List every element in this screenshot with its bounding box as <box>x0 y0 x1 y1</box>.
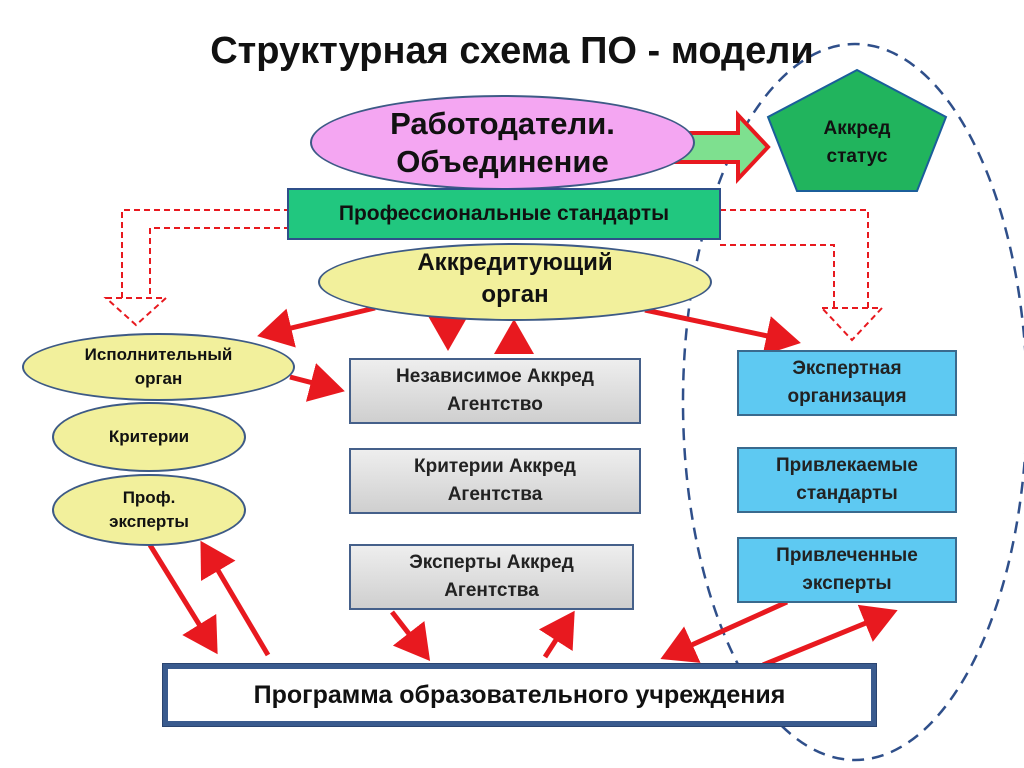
employers-line2: Объединение <box>396 143 609 179</box>
accrediting-body-ellipse: Аккредитующий орган <box>318 243 712 321</box>
attracted-experts-box: Привлеченные эксперты <box>737 537 957 603</box>
agency-experts-line1: Эксперты Аккред <box>409 552 574 573</box>
accred-status-label: Аккред статус <box>797 115 917 171</box>
dashed-connectors <box>103 209 885 342</box>
independent-agency-line1: Независимое Аккред <box>396 366 594 387</box>
attracted-standards-line1: Привлекаемые <box>776 455 918 476</box>
agency-criteria-box: Критерии Аккред Агентства <box>349 448 641 514</box>
criteria-label: Критерии <box>108 427 190 446</box>
prof-experts-line1: Проф. <box>122 488 176 507</box>
agency-criteria-line1: Критерии Аккред <box>414 456 576 477</box>
independent-agency-box: Независимое Аккред Агентство <box>349 358 641 424</box>
attracted-standards-line2: стандарты <box>796 483 898 504</box>
attracted-experts-line1: Привлеченные <box>776 545 918 566</box>
attracted-standards-box: Привлекаемые стандарты <box>737 447 957 513</box>
prof-experts-line2: эксперты <box>109 512 189 531</box>
agency-experts-line2: Агентства <box>444 580 539 601</box>
expert-org-line2: организация <box>787 386 907 407</box>
page-title: Структурная схема ПО - модели <box>210 30 814 72</box>
accred-status-line2: статус <box>826 146 888 167</box>
program-label: Программа образовательного учреждения <box>253 680 786 709</box>
employers-line1: Работодатели. <box>390 105 615 141</box>
accrediting-body-line2: орган <box>481 281 549 308</box>
attracted-experts-line2: эксперты <box>802 573 892 594</box>
expert-org-line1: Экспертная <box>792 358 902 379</box>
accred-status-pentagon <box>766 68 948 192</box>
agency-experts-box: Эксперты Аккред Агентства <box>349 544 634 610</box>
executive-body-line2: орган <box>134 369 183 388</box>
expert-org-box: Экспертная организация <box>737 350 957 416</box>
executive-body-line1: Исполнительный <box>84 345 233 364</box>
executive-body-ellipse: Исполнительный орган <box>22 333 295 401</box>
prof-standards-label: Профессиональные стандарты <box>338 202 670 225</box>
prof-experts-ellipse: Проф. эксперты <box>52 474 246 546</box>
accred-status-line1: Аккред <box>823 118 891 139</box>
accrediting-body-line1: Аккредитующий <box>417 249 613 276</box>
agency-criteria-line2: Агентства <box>447 484 543 505</box>
program-bar: Программа образовательного учреждения <box>162 663 877 727</box>
employers-ellipse: Работодатели. Объединение <box>310 95 695 190</box>
red-arrows <box>147 305 898 668</box>
independent-agency-line2: Агентство <box>447 394 543 415</box>
prof-standards-bar: Профессиональные стандарты <box>287 188 721 240</box>
criteria-ellipse: Критерии <box>52 402 246 472</box>
dashed-oval <box>681 42 1024 762</box>
